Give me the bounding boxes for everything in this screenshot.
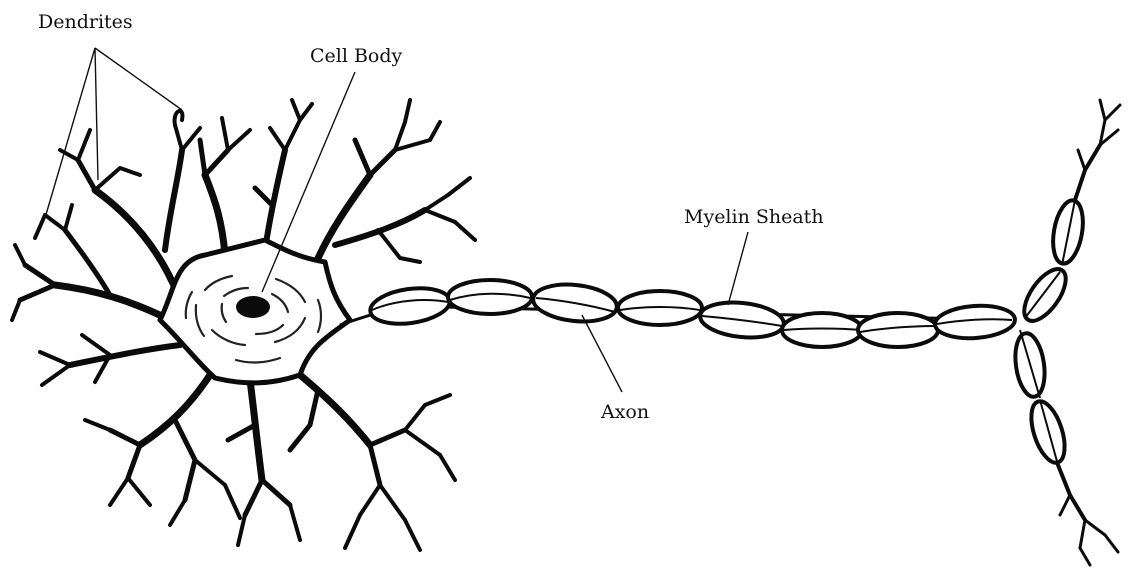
dendrites-leader-2 xyxy=(95,48,98,180)
axon-terminals xyxy=(1012,100,1120,565)
cell-body xyxy=(160,240,350,383)
axon-leader xyxy=(582,315,622,392)
dendrites-label: Dendrites xyxy=(38,11,133,33)
leader-lines xyxy=(45,48,748,392)
cell-body-label: Cell Body xyxy=(310,45,403,67)
axon-label: Axon xyxy=(600,401,649,423)
myelin-sheath-leader xyxy=(728,232,748,305)
myelin-sheath-label: Myelin Sheath xyxy=(684,206,824,228)
dendrites-leader-1 xyxy=(95,48,182,110)
myelin-sheath xyxy=(368,280,1016,347)
nucleus xyxy=(236,296,270,318)
